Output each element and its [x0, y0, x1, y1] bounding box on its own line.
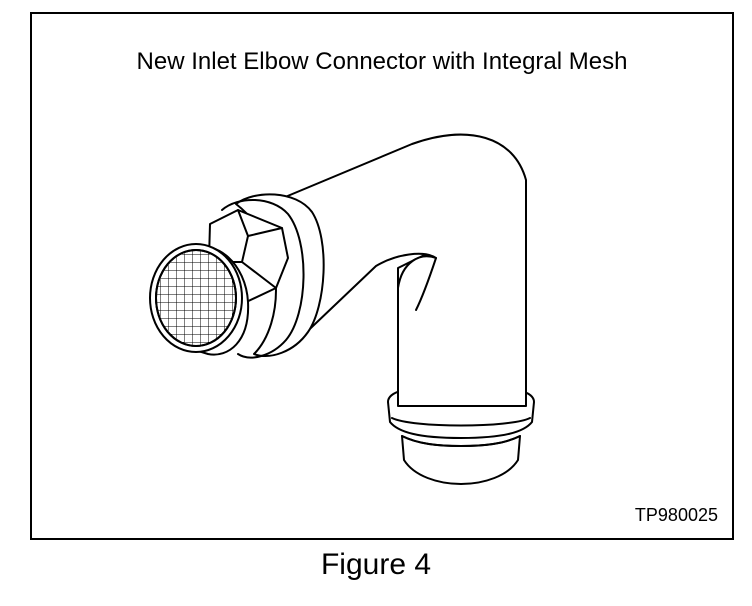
figure-frame: New Inlet Elbow Connector with Integral …	[30, 12, 734, 540]
figure-caption: Figure 4	[320, 548, 432, 581]
reference-code: TP980025	[634, 505, 718, 525]
mesh-screen	[155, 249, 237, 347]
inlet-elbow-connector-icon	[149, 133, 535, 485]
figure-title: New Inlet Elbow Connector with Integral …	[136, 48, 628, 75]
elbow-pipe-bend	[277, 133, 527, 407]
